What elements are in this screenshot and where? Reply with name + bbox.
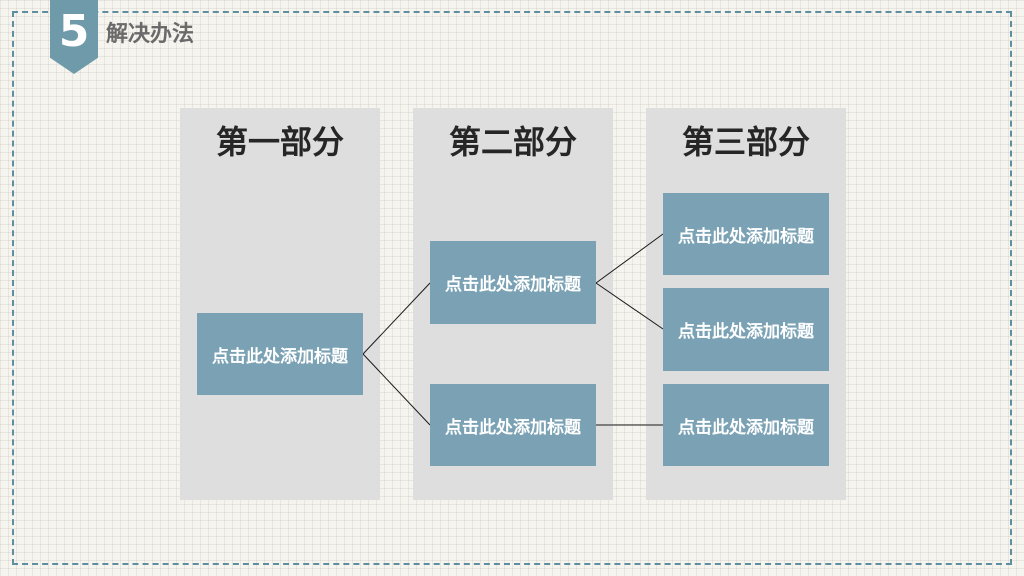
connector-root-to-mid-bottom xyxy=(362,353,431,426)
dashed-frame xyxy=(12,11,1012,565)
node-mid-bottom[interactable]: 点击此处添加标题 xyxy=(430,384,596,466)
column-1-heading: 第一部分 xyxy=(215,123,344,161)
column-1 xyxy=(180,108,380,500)
connector-mid-top-to-right-2 xyxy=(595,282,664,330)
node-right-2[interactable]: 点击此处添加标题 xyxy=(663,288,829,371)
node-root[interactable]: 点击此处添加标题 xyxy=(197,313,363,395)
section-badge xyxy=(50,0,98,74)
node-right-1[interactable]: 点击此处添加标题 xyxy=(663,193,829,275)
section-number: 5 xyxy=(58,6,90,57)
column-2-heading: 第二部分 xyxy=(448,123,577,161)
node-right-3[interactable]: 点击此处添加标题 xyxy=(663,384,829,466)
connector-root-to-mid-top xyxy=(362,282,431,355)
column-3-heading: 第三部分 xyxy=(681,123,810,161)
section-title: 解决办法 xyxy=(106,22,195,47)
node-mid-top[interactable]: 点击此处添加标题 xyxy=(430,241,596,324)
connector-mid-top-to-right-1 xyxy=(595,233,664,284)
